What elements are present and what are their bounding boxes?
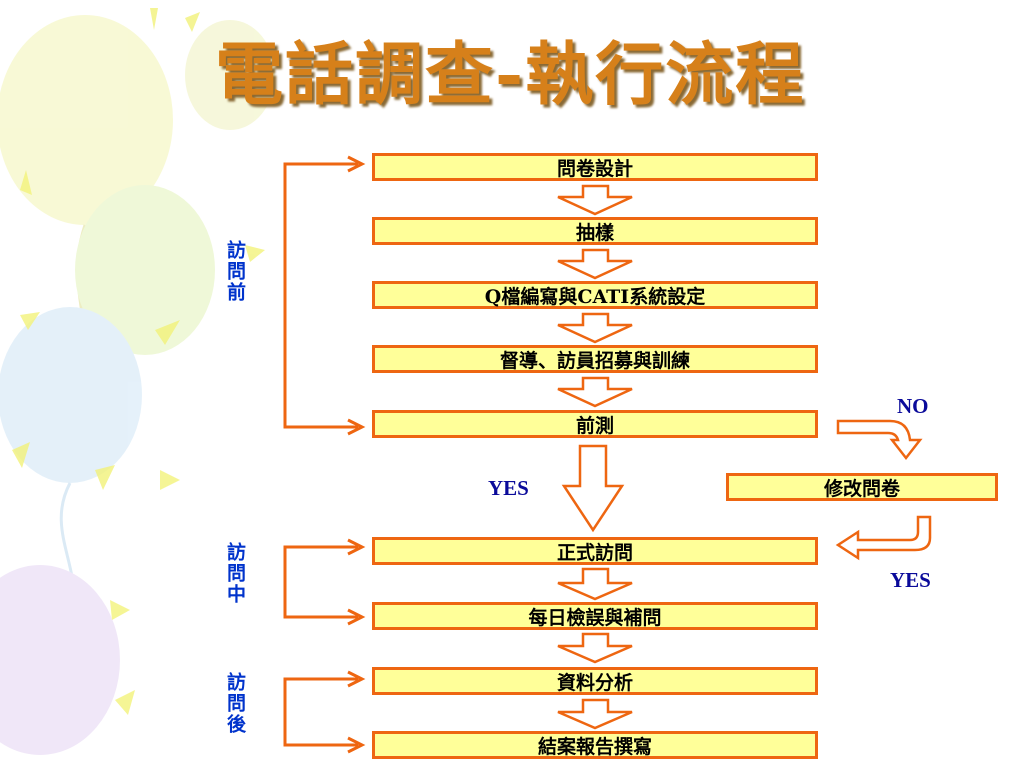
step-final-report: 結案報告撰寫 [372,731,818,759]
down-arrow-8 [557,698,633,730]
bracket-before-arrow-top [347,155,366,173]
bracket-after [283,677,358,747]
label-pretest-yes: YES [488,476,529,500]
balloon-blue [0,307,142,483]
balloon-yellow-large [0,15,173,225]
step-qfile-cati-setup: Q檔編寫與CATI系統設定 [372,281,818,309]
bracket-before [283,162,358,429]
down-arrow-7 [557,632,633,664]
step-recruit-training: 督導、訪員招募與訓練 [372,345,818,373]
bracket-after-arrow-top [347,670,366,688]
phase-label-before: 訪問前 [224,240,246,303]
yes-big-down-arrow [561,444,625,533]
yes-bent-arrow [835,515,932,561]
step-data-analysis: 資料分析 [372,667,818,695]
bracket-during-arrow-bottom [347,608,366,626]
bracket-during-arrow-top [347,538,366,556]
step-pretest: 前測 [372,410,818,438]
bracket-during [283,545,358,619]
balloon-purple [0,565,120,755]
bracket-before-arrow-bottom [347,418,366,436]
bracket-after-arrow-bottom [347,736,366,754]
step-questionnaire-design: 問卷設計 [372,153,818,181]
down-arrow-4 [557,376,633,408]
phase-label-during: 訪問中 [224,542,246,605]
balloon-green [75,185,215,355]
label-pretest-no: NO [897,394,929,418]
no-bent-arrow [836,419,923,461]
down-arrow-2 [557,248,633,280]
step-formal-interview: 正式訪問 [372,537,818,565]
label-revise-yes: YES [890,568,931,592]
sparkle-rays [12,8,265,715]
down-arrow-1 [557,184,633,216]
step-sampling: 抽樣 [372,217,818,245]
down-arrow-6 [557,567,633,601]
down-arrow-3 [557,312,633,344]
phase-label-after: 訪問後 [224,672,246,735]
balloon-yellow-small [185,20,275,130]
step-daily-check: 每日檢誤與補問 [372,602,818,630]
page-title: 電話調查-執行流程 [215,35,806,115]
step-revise-questionnaire: 修改問卷 [726,473,998,501]
